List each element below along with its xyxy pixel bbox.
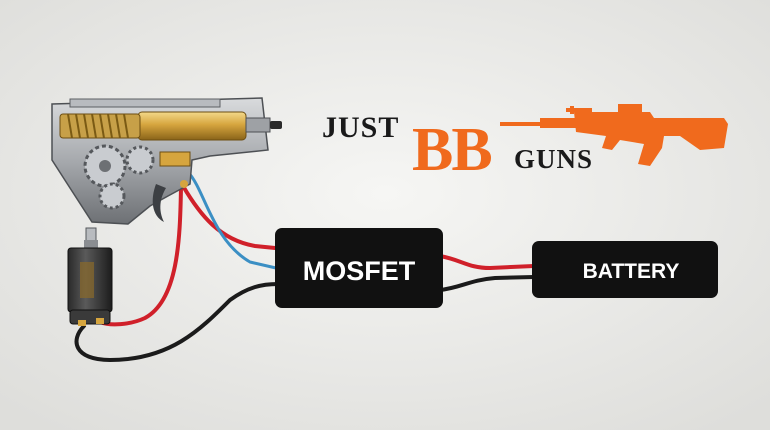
battery-box [532, 241, 718, 298]
mosfet-box [275, 228, 443, 308]
motor-terminal-red [96, 318, 104, 324]
red-wire-mosfet-to-battery [438, 254, 536, 270]
logo-word-guns: GUNS [514, 144, 593, 174]
gearbox-spring [67, 113, 129, 139]
gearbox-illustration [51, 97, 282, 225]
black-wire-motor-to-mosfet [74, 282, 280, 362]
gearbox-top-rail [69, 98, 221, 108]
gearbox-gear-large-hub [99, 160, 111, 172]
battery-module: BATTERY [532, 241, 718, 298]
gearbox-trigger [152, 184, 166, 222]
rifle-logo-icon [500, 104, 728, 166]
gearbox-trigger-contacts [159, 151, 191, 167]
gearbox-nozzle [245, 117, 271, 133]
gearbox-gear-small [98, 182, 126, 210]
motor-illustration [67, 227, 113, 326]
red-wire-gearbox-to-mosfet [181, 184, 277, 250]
brand-logo: JUST BB GUNS [322, 104, 728, 184]
gearbox-cylinder [137, 111, 247, 141]
gearbox-nozzle-tip [270, 121, 282, 129]
mosfet-label: MOSFET [303, 256, 416, 286]
black-wire-mosfet-to-battery [438, 275, 536, 292]
blue-wire-gearbox-to-mosfet [186, 170, 278, 270]
motor-pinion [85, 227, 97, 243]
battery-label: BATTERY [583, 260, 680, 283]
motor-shaft [84, 240, 98, 248]
gearbox-gear-medium [125, 145, 155, 175]
gearbox-wire-exit [180, 180, 188, 188]
logo-word-just: JUST [322, 111, 399, 144]
logo-word-bb: BB [412, 116, 491, 184]
mosfet-module: MOSFET [275, 228, 443, 308]
motor-terminal-black [78, 320, 86, 326]
red-wire-gearbox-to-motor [98, 186, 183, 327]
motor-window [80, 262, 94, 298]
wires [74, 170, 536, 362]
